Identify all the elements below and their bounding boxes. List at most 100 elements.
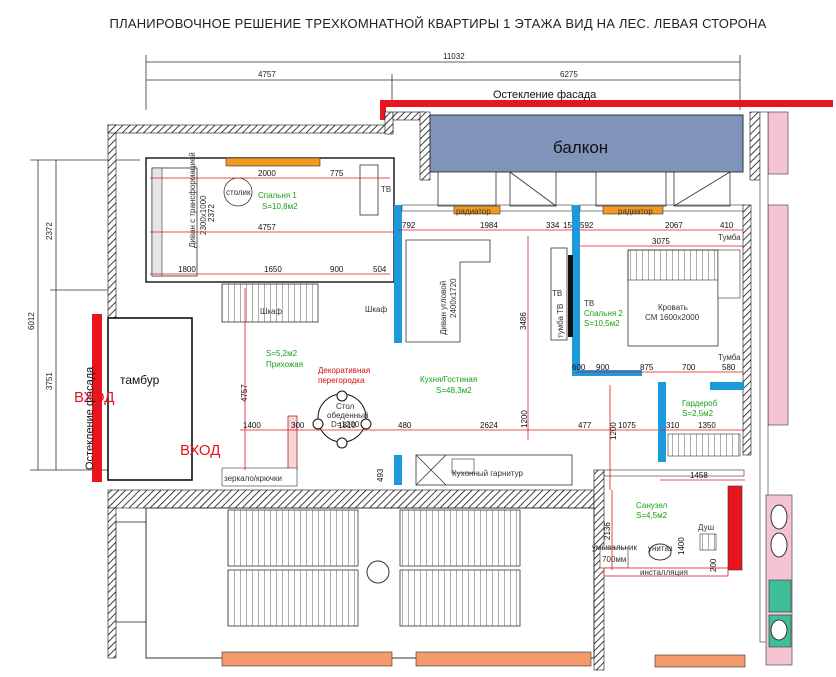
- dim-310: 310: [666, 421, 680, 430]
- dim-334: 334: [546, 221, 560, 230]
- tv-stand: [550, 247, 568, 341]
- sofa-bed-size: 2300х1000: [199, 195, 208, 235]
- plan-title: ПЛАНИРОВОЧНОЕ РЕШЕНИЕ ТРЕХКОМНАТНОЙ КВАР…: [109, 16, 767, 31]
- dim-875: 875: [640, 363, 654, 372]
- dim-2372: 2372: [207, 204, 216, 222]
- dining-table-label-2: обеденный: [327, 411, 368, 420]
- facade-glazing-top-label: Остекление фасада: [493, 89, 597, 101]
- dim-right-width: 6275: [560, 70, 578, 79]
- dim-4757: 4757: [258, 223, 276, 232]
- dim-total-width: 11032: [443, 52, 465, 61]
- bedroom2-tv-label: ТВ: [584, 299, 594, 308]
- toilet-label: унитаз: [648, 544, 673, 553]
- bedroom2-name: Спальня 2: [584, 309, 623, 318]
- dim-2067: 2067: [665, 221, 683, 230]
- dim-480: 480: [398, 421, 412, 430]
- dim-200: 200: [709, 558, 718, 572]
- bed-size: СМ 1600х2000: [645, 313, 700, 322]
- dim-left-upper: 2372: [45, 222, 54, 240]
- nightstand-top-label: Тумба: [718, 233, 741, 242]
- partition-label-1: Декоративная: [318, 366, 370, 375]
- dim-477: 477: [578, 421, 592, 430]
- left-dimension-lines: [30, 159, 140, 471]
- dim-900b: 900: [596, 363, 610, 372]
- dim-1984: 1984: [480, 221, 498, 230]
- bedroom2-radiator-label: радиатор: [618, 207, 653, 216]
- dim-775: 775: [330, 169, 344, 178]
- hall-wardrobe: [221, 283, 319, 323]
- living-wall-blue: [394, 205, 402, 343]
- bedroom1-area: S=10,8м2: [262, 202, 298, 211]
- dim-2624: 2624: [480, 421, 498, 430]
- kitchen-name: Кухня/Гостиная: [420, 375, 477, 384]
- dim-1200b: 1200: [609, 422, 618, 440]
- dim-150: 150: [563, 221, 577, 230]
- bedroom1-tv-unit: [359, 164, 379, 216]
- dim-600: 600: [572, 363, 586, 372]
- bedroom2-radiator: [602, 205, 664, 215]
- corner-sofa-size: 2400х1720: [449, 278, 458, 318]
- dim-1200a: 1200: [520, 410, 529, 428]
- dim-592: 592: [580, 221, 594, 230]
- bedroom1-name: Спальня 1: [258, 191, 297, 200]
- dim-300: 300: [291, 421, 305, 430]
- balcony-label: балкон: [553, 138, 608, 157]
- entrance-left-label: ВХОД: [74, 389, 114, 406]
- right-wall: [742, 204, 752, 456]
- adjacent-units: [759, 111, 793, 666]
- bedroom1-radiator: [225, 157, 321, 167]
- sofa-bed-label: Диван с трансформацией: [188, 152, 197, 248]
- dim-504: 504: [373, 265, 387, 274]
- vestibule: [107, 317, 193, 481]
- bedroom2-area: S=10,5м2: [584, 319, 620, 328]
- living-tv-label: ТВ: [552, 289, 562, 298]
- corner-sofa: [405, 239, 491, 343]
- small-table-label: столик: [226, 188, 251, 197]
- hallway-name: Прихожая: [266, 360, 303, 369]
- facade-glazing-left-bar: [92, 314, 102, 482]
- installation-label: инсталляция: [640, 568, 688, 577]
- corner-cabinet-label: Шкаф: [365, 305, 387, 314]
- dim-1400: 1400: [243, 421, 261, 430]
- bed-label: Кровать: [658, 303, 688, 312]
- wardrobe-area: S=2,5м2: [682, 409, 714, 418]
- partition-label-2: перегородка: [318, 376, 365, 385]
- dining-table-label-1: Стол: [336, 402, 355, 411]
- dim-2000: 2000: [258, 169, 276, 178]
- bathroom-installation-wall: [727, 485, 743, 571]
- shower-label: Душ: [698, 523, 714, 532]
- balcony-windows: [437, 171, 731, 207]
- dim-1800: 1800: [178, 265, 196, 274]
- shower-drain: [699, 533, 717, 551]
- hallway-area: S=5,2м2: [266, 349, 298, 358]
- dim-3075: 3075: [652, 237, 670, 246]
- nightstand-bottom-label: Тумба: [718, 353, 741, 362]
- dim-792: 792: [402, 221, 416, 230]
- dim-580: 580: [722, 363, 736, 372]
- washbasin-label: умывальник: [592, 543, 637, 552]
- corner-sofa-label: Диван угловой: [439, 281, 448, 335]
- dim-900a: 900: [330, 265, 344, 274]
- dim-left-lower: 3751: [45, 372, 54, 390]
- bedroom2-wall-blue: [572, 205, 580, 370]
- dim-1810: 1810: [338, 421, 356, 430]
- dim-left-total: 6012: [27, 312, 36, 330]
- dim-4757v: 4757: [240, 384, 249, 402]
- facade-glazing-top-bar: [383, 100, 833, 107]
- mirror-hooks-label: зеркало/крючки: [224, 474, 282, 483]
- kitchen-set-label: Кухонный гарнитур: [452, 469, 523, 478]
- dim-1075: 1075: [618, 421, 636, 430]
- dim-3486: 3486: [519, 312, 528, 330]
- toilet: [648, 543, 672, 561]
- mirror-hooks: [221, 467, 298, 487]
- dim-1458: 1458: [690, 471, 708, 480]
- entrance-hall-label: ВХОД: [180, 442, 220, 459]
- bathroom-area: S=4,5м2: [636, 511, 668, 520]
- kitchen-set: [415, 454, 573, 486]
- dim-left-width: 4757: [258, 70, 276, 79]
- dim-1350: 1350: [698, 421, 716, 430]
- living-radiator: [453, 205, 501, 215]
- wardrobe-name: Гардероб: [682, 399, 718, 408]
- hall-wardrobe-label: Шкаф: [260, 307, 282, 316]
